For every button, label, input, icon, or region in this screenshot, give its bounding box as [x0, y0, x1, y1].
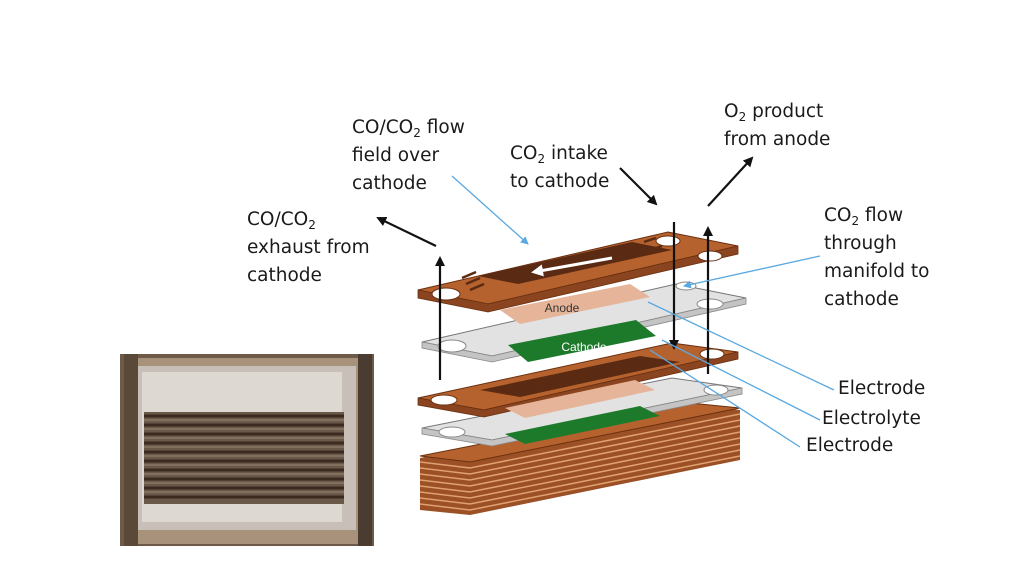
- label-intake: CO2 intake to cathode: [510, 143, 610, 192]
- anode-label: Anode: [545, 301, 580, 315]
- label-exhaust: CO/CO2 exhaust from cathode: [247, 209, 370, 286]
- label-product: O2 product from anode: [724, 101, 831, 150]
- label-manifold: CO2 flow through manifold to cathode: [824, 205, 930, 310]
- label-electrode-top: Electrode: [838, 378, 926, 399]
- flow-field-photo: [120, 354, 374, 546]
- label-electrode-bottom: Electrode: [806, 435, 894, 456]
- cathode-layer: [508, 320, 656, 362]
- label-electrolyte: Electrolyte: [822, 408, 921, 429]
- label-flow-field: CO/CO2 flow field over cathode: [352, 117, 465, 194]
- cathode-label: Cathode: [561, 340, 607, 354]
- flow-channels: [144, 412, 344, 504]
- flow-arrows: [376, 156, 754, 380]
- lower-electrolyte-plate: [421, 377, 743, 447]
- anode-layer: [500, 284, 650, 324]
- lower-copper-plate: [417, 342, 739, 418]
- callout-lines: [451, 175, 835, 448]
